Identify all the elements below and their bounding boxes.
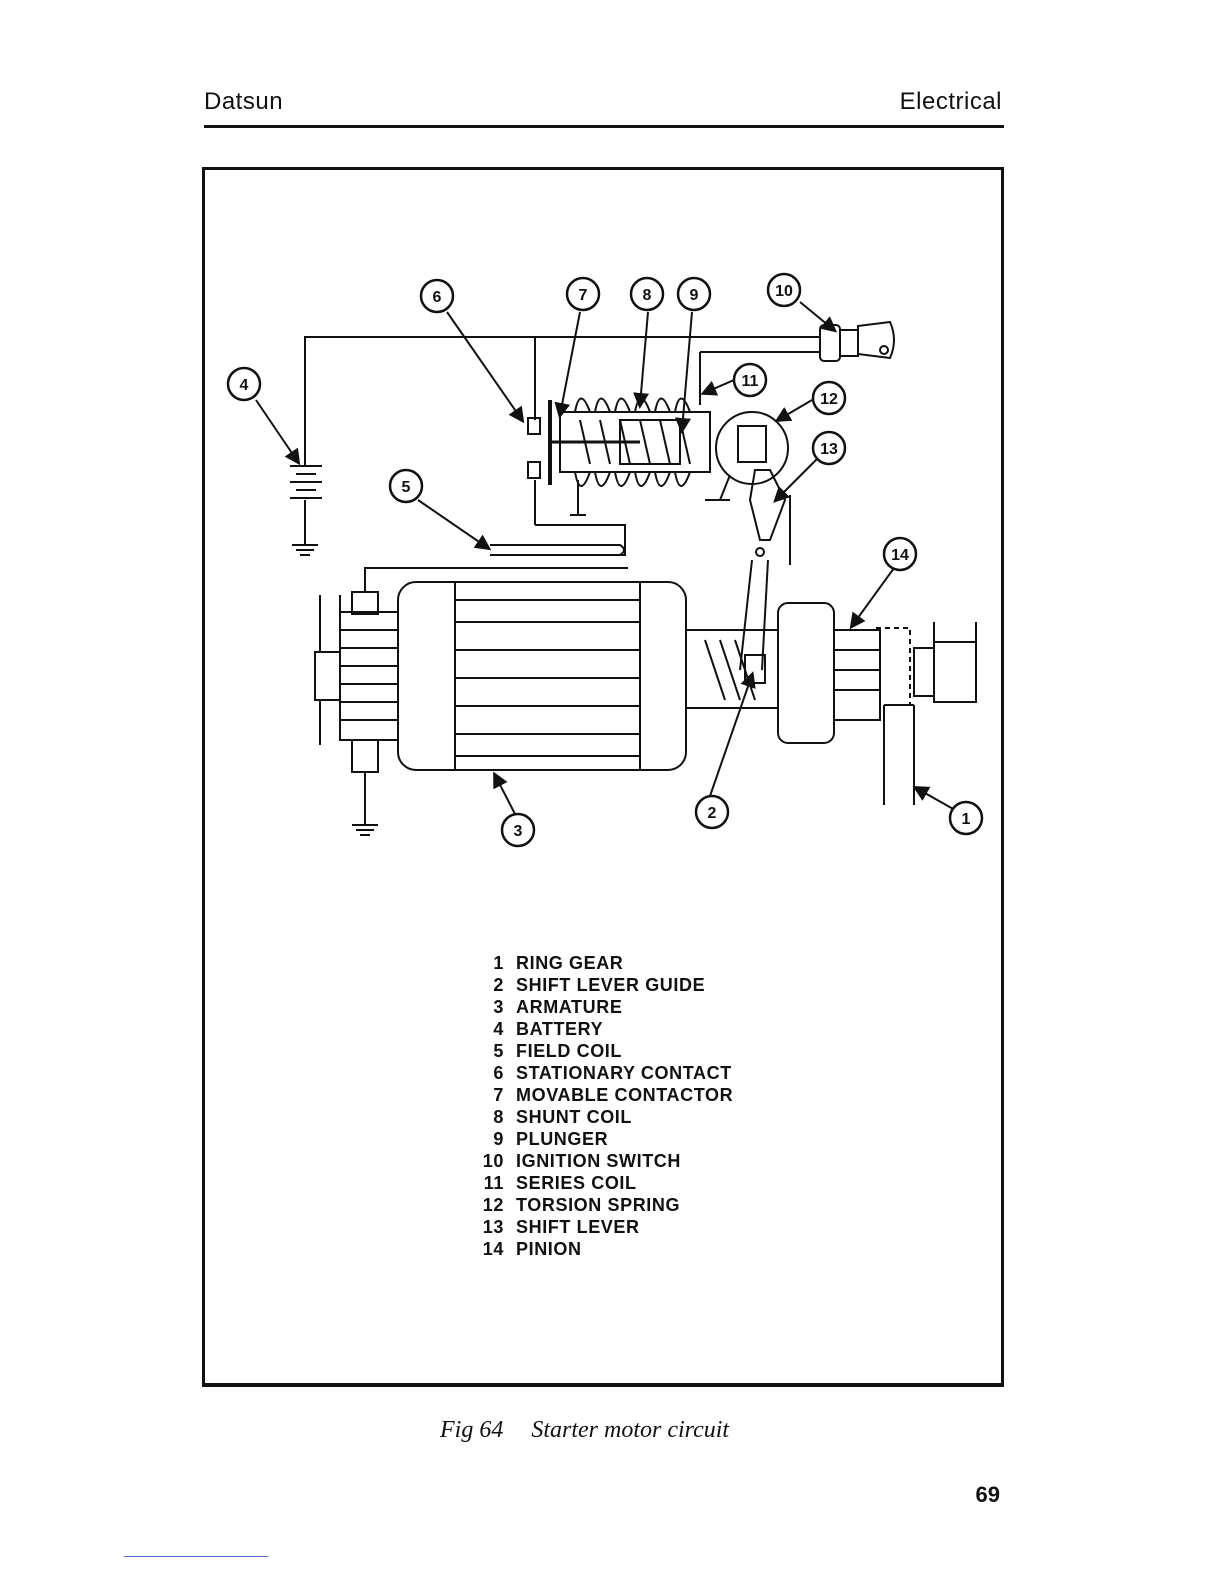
legend-item: 10 IGNITION SWITCH [482, 1150, 733, 1172]
legend-number: 6 [482, 1062, 504, 1084]
page-number: 69 [976, 1482, 1000, 1508]
callout-label-10: 10 [775, 283, 793, 300]
legend-item: 5 FIELD COIL [482, 1040, 733, 1062]
ring-gear [884, 622, 976, 805]
shift-lever [740, 470, 790, 683]
legend-number: 12 [482, 1194, 504, 1216]
legend-label: ARMATURE [516, 996, 622, 1018]
figure-caption: Fig 64 Starter motor circuit [440, 1417, 729, 1444]
legend-item: 12 TORSION SPRING [482, 1194, 733, 1216]
field-coil [490, 545, 624, 555]
callout-label-8: 8 [643, 287, 652, 304]
callout-label-12: 12 [820, 391, 838, 408]
legend-item: 14 PINION [482, 1238, 733, 1260]
legend-label: IGNITION SWITCH [516, 1150, 681, 1172]
callout-label-11: 11 [742, 373, 759, 390]
legend-label: PINION [516, 1238, 582, 1260]
legend-number: 5 [482, 1040, 504, 1062]
legend-number: 14 [482, 1238, 504, 1260]
legend-number: 2 [482, 974, 504, 996]
legend-label: BATTERY [516, 1018, 603, 1040]
callout-label-4: 4 [240, 377, 249, 394]
legend-number: 8 [482, 1106, 504, 1128]
legend-number: 7 [482, 1084, 504, 1106]
legend-item: 6 STATIONARY CONTACT [482, 1062, 733, 1084]
callout-label-3: 3 [514, 823, 523, 840]
callout-label-14: 14 [891, 547, 909, 564]
legend-item: 13 SHIFT LEVER [482, 1216, 733, 1238]
callout-label-13: 13 [820, 441, 838, 458]
legend-item: 8 SHUNT COIL [482, 1106, 733, 1128]
legend-item: 7 MOVABLE CONTACTOR [482, 1084, 733, 1106]
legend-item: 2 SHIFT LEVER GUIDE [482, 974, 733, 996]
stationary-contact-lower [528, 462, 540, 478]
battery-symbol [290, 466, 322, 555]
legend-number: 13 [482, 1216, 504, 1238]
solenoid [550, 399, 710, 516]
legend-label: PLUNGER [516, 1128, 608, 1150]
legend-item: 1 RING GEAR [482, 952, 733, 974]
field-wire [490, 525, 625, 555]
legend-number: 4 [482, 1018, 504, 1040]
legend-label: FIELD COIL [516, 1040, 622, 1062]
caption-fig-label: Fig [440, 1417, 473, 1443]
callout-label-6: 6 [433, 289, 442, 306]
legend-number: 10 [482, 1150, 504, 1172]
legend-label: SHIFT LEVER [516, 1216, 640, 1238]
callout-label-9: 9 [690, 287, 699, 304]
torsion-spring [705, 412, 788, 500]
legend-number: 1 [482, 952, 504, 974]
armature [315, 568, 686, 835]
callout-label-7: 7 [579, 287, 588, 304]
callout-label-5: 5 [402, 479, 411, 496]
legend-item: 11 SERIES COIL [482, 1172, 733, 1194]
caption-fig-number: 64 [479, 1417, 503, 1443]
stationary-contact-upper [528, 418, 540, 434]
legend-label: MOVABLE CONTACTOR [516, 1084, 733, 1106]
legend-item: 3 ARMATURE [482, 996, 733, 1018]
legend-item: 9 PLUNGER [482, 1128, 733, 1150]
legend-label: SHUNT COIL [516, 1106, 632, 1128]
footer-link-underline [124, 1556, 268, 1557]
pinion-assembly [686, 603, 976, 743]
legend-item: 4 BATTERY [482, 1018, 733, 1040]
legend-label: SERIES COIL [516, 1172, 637, 1194]
legend-label: TORSION SPRING [516, 1194, 680, 1216]
legend-number: 9 [482, 1128, 504, 1150]
callout-label-1: 1 [962, 811, 971, 828]
legend-label: SHIFT LEVER GUIDE [516, 974, 705, 996]
legend-label: STATIONARY CONTACT [516, 1062, 732, 1084]
callout-label-2: 2 [708, 805, 717, 822]
legend-label: RING GEAR [516, 952, 623, 974]
caption-title: Starter motor circuit [531, 1417, 729, 1443]
legend-number: 11 [482, 1172, 504, 1194]
legend-number: 3 [482, 996, 504, 1018]
